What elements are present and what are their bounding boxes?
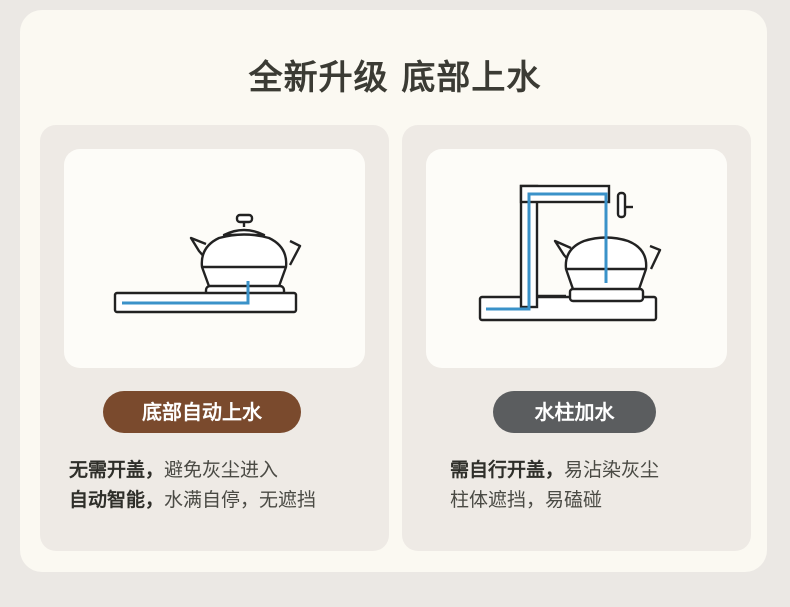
description-text: 水满自停，无遮挡 <box>164 489 317 511</box>
card-bottom-fill: 底部自动上水 无需开盖，避免灰尘进入 自动智能，水满自停，无遮挡 <box>40 125 389 551</box>
water-column-description: 需自行开盖，易沾染灰尘 柱体遮挡，易磕碰 <box>450 455 659 515</box>
description-bold: 自动智能， <box>69 489 165 511</box>
description-line: 无需开盖，避免灰尘进入 <box>69 455 316 485</box>
description-text: 避免灰尘进入 <box>164 459 279 481</box>
illustration-bottom-fill <box>64 149 365 368</box>
card-water-column: 水柱加水 需自行开盖，易沾染灰尘 柱体遮挡，易磕碰 <box>402 125 751 551</box>
illustration-water-column <box>426 149 727 368</box>
bottom-fill-label: 底部自动上水 <box>103 391 301 433</box>
water-column-label: 水柱加水 <box>493 391 656 433</box>
page-title: 全新升级 底部上水 <box>248 58 542 98</box>
kettle-water-column-icon <box>478 184 662 322</box>
description-line: 需自行开盖，易沾染灰尘 <box>450 455 659 485</box>
kettle-bottom-fill-icon <box>113 213 302 314</box>
description-bold: 需自行开盖， <box>450 459 565 481</box>
description-text: 易沾染灰尘 <box>564 459 660 481</box>
description-line: 柱体遮挡，易磕碰 <box>450 485 659 515</box>
bottom-fill-description: 无需开盖，避免灰尘进入 自动智能，水满自停，无遮挡 <box>69 455 316 515</box>
description-text: 柱体遮挡，易磕碰 <box>450 489 603 511</box>
description-bold: 无需开盖， <box>69 459 165 481</box>
description-line: 自动智能，水满自停，无遮挡 <box>69 485 316 515</box>
